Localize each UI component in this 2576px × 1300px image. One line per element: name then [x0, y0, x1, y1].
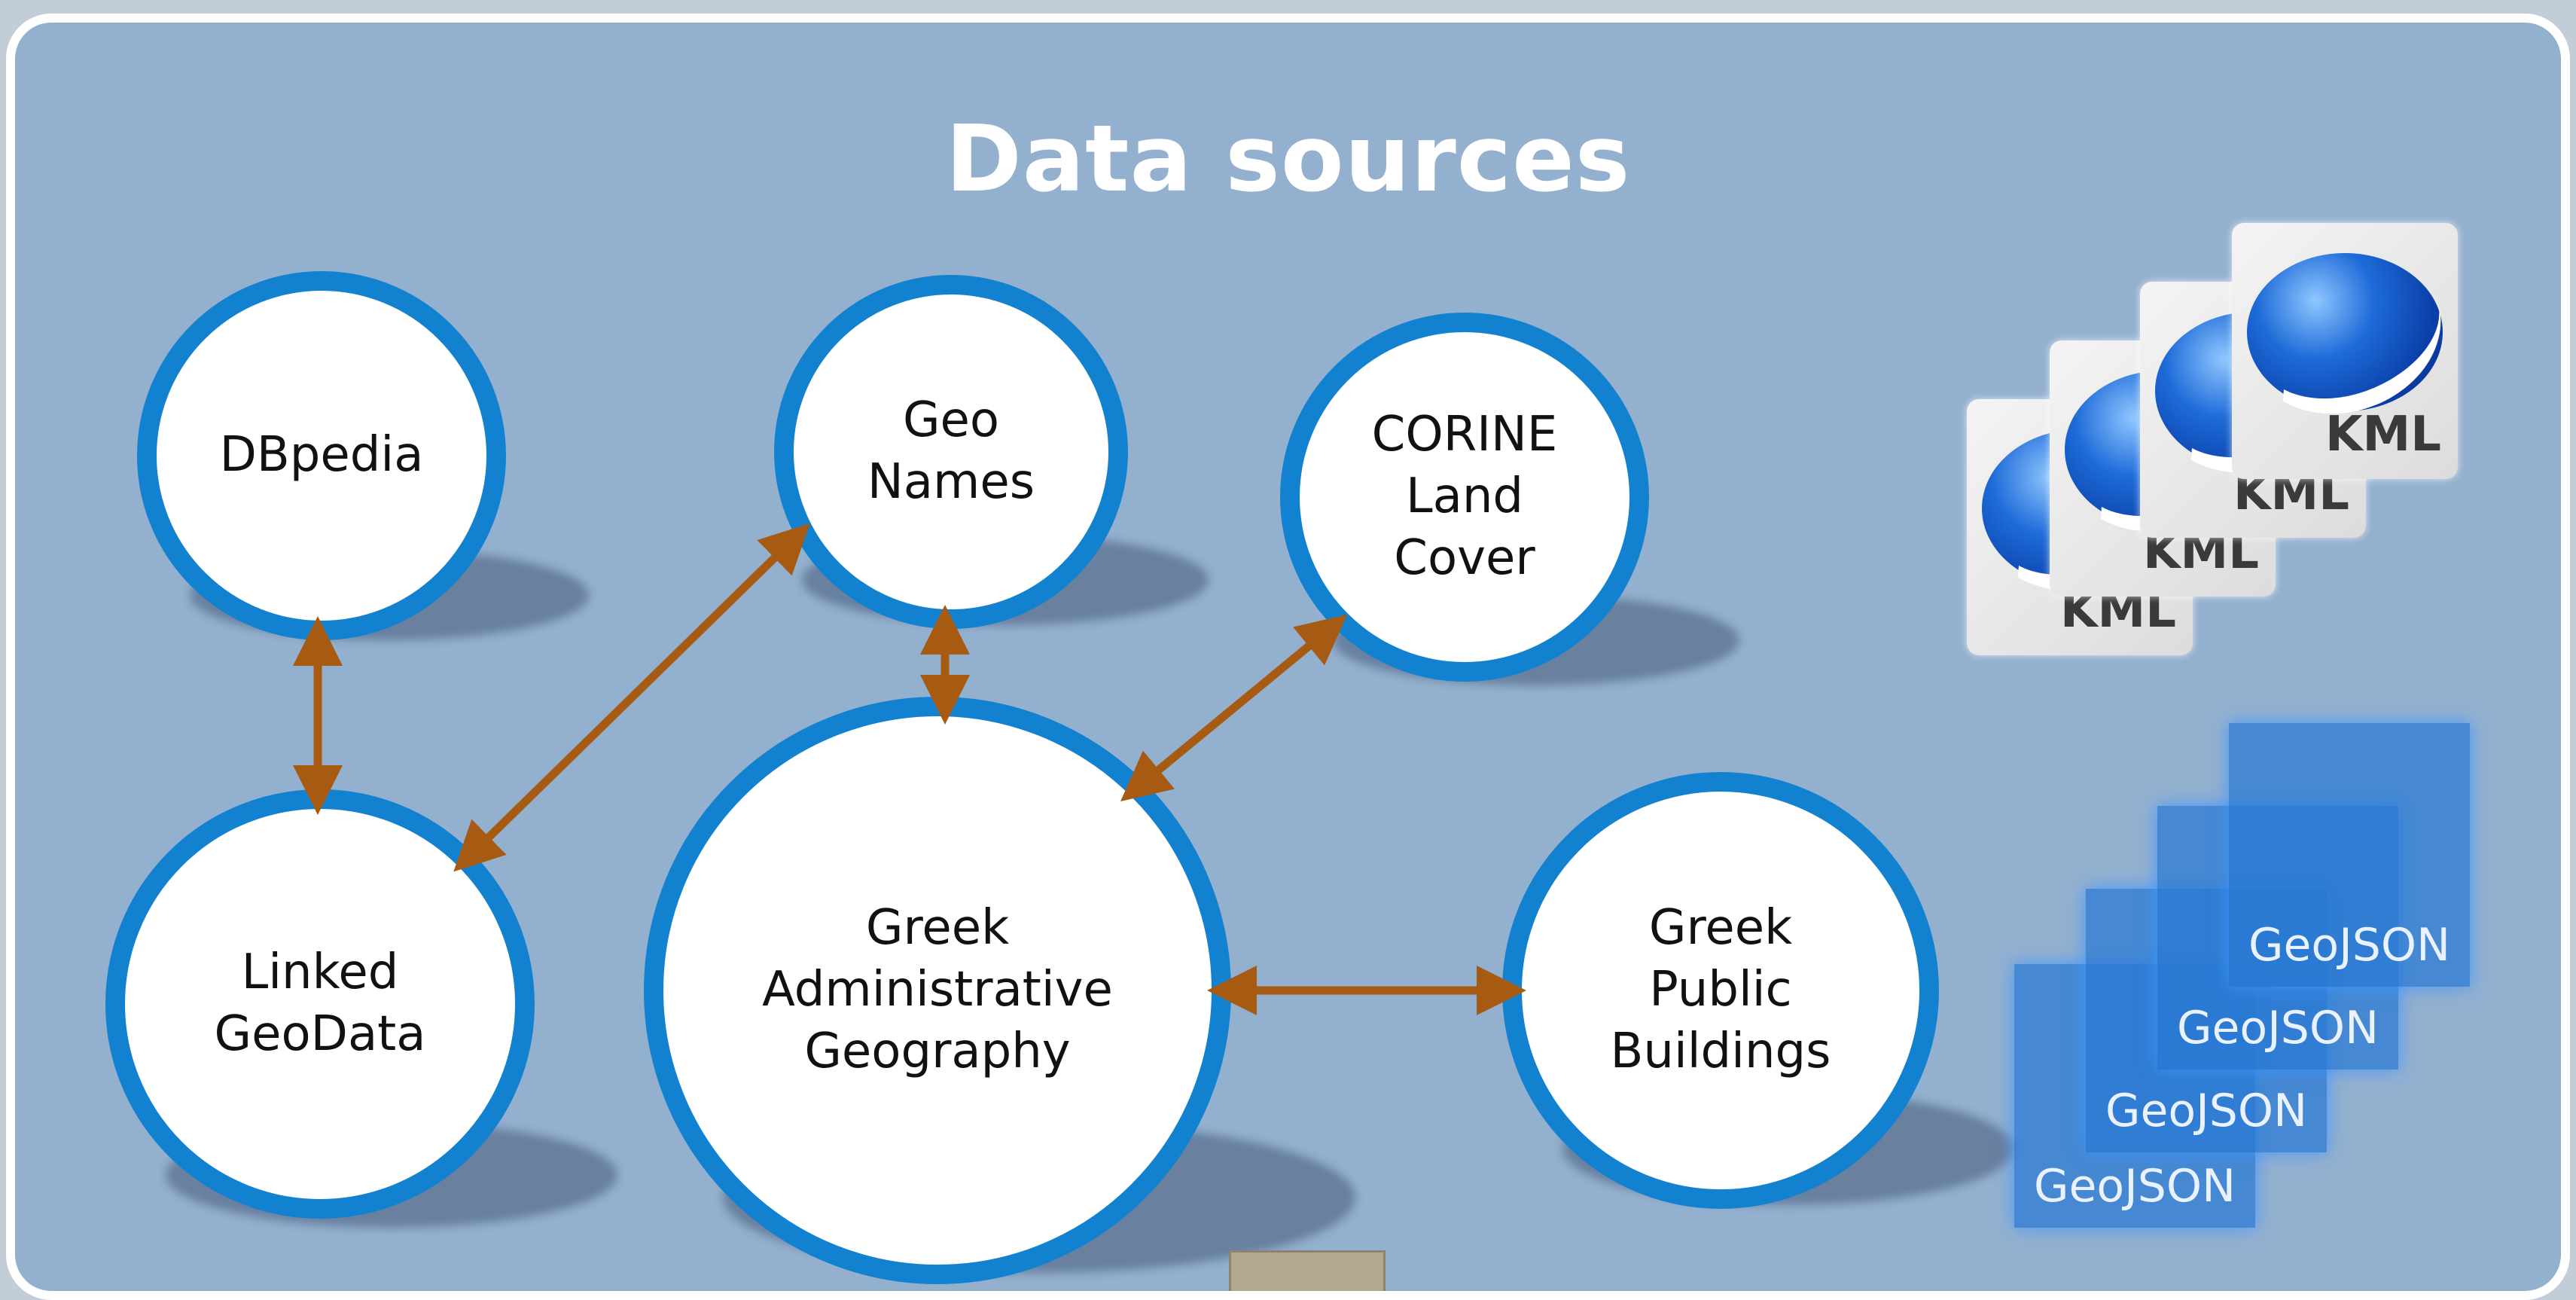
edge-layer — [293, 523, 1526, 1015]
kml-label: KML — [2324, 407, 2441, 462]
node-label: DBpedia — [219, 427, 424, 484]
edge-linkedgeodata-geonames — [453, 523, 810, 872]
google-earth-icon — [2247, 253, 2443, 411]
geojson-file: GeoJSON — [2229, 723, 2470, 987]
geojson-label: GeoJSON — [2176, 1002, 2379, 1054]
pedestal — [1229, 1250, 1386, 1291]
edge-greek-admin-corine — [1120, 615, 1347, 801]
kml-file: KML — [2232, 223, 2458, 479]
geojson-label: GeoJSON — [2033, 1160, 2236, 1213]
slide-title: Data sources — [945, 105, 1631, 212]
geojson-label: GeoJSON — [2248, 919, 2450, 972]
geojson-label: GeoJSON — [2105, 1085, 2307, 1137]
